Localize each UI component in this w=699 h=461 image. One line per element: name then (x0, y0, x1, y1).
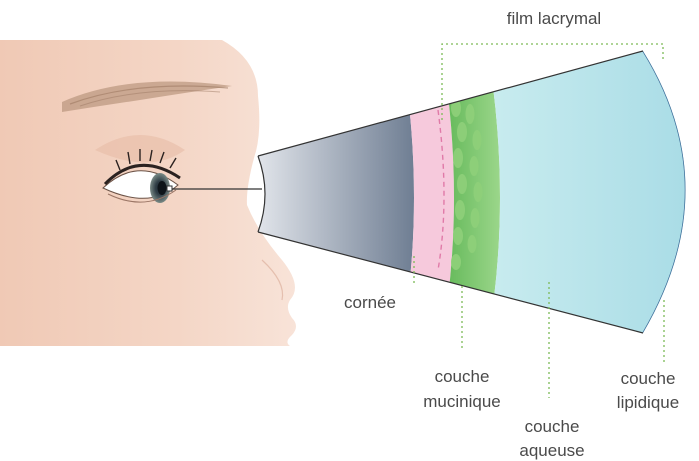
label-mucin-line2: mucinique (423, 392, 501, 411)
label-tear-film: film lacrymal (507, 9, 601, 28)
face-illustration (0, 40, 296, 346)
label-lipid-line2: lipidique (617, 393, 679, 412)
label-lipid-line1: couche (621, 369, 676, 388)
eye-marker (167, 186, 172, 191)
magnified-wedge (240, 40, 699, 350)
label-aqueous-line2: aqueuse (519, 441, 584, 460)
label-aqueous-line1: couche (525, 417, 580, 436)
label-cornea: cornée (344, 293, 396, 312)
label-mucin-line1: couche (435, 367, 490, 386)
